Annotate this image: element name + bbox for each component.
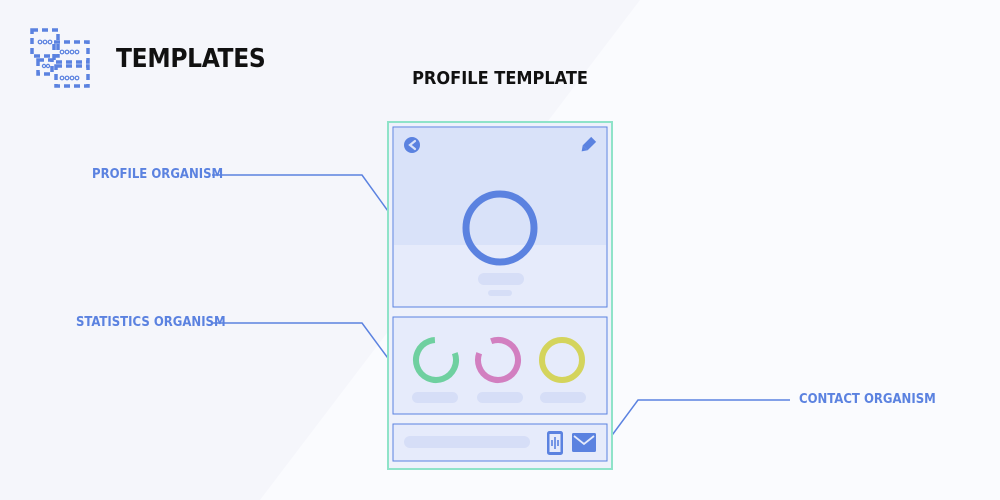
template-title: PROFILE TEMPLATE <box>412 68 588 89</box>
header: TEMPLATES <box>30 28 266 90</box>
mail-icon <box>572 433 596 452</box>
profile-connector-line <box>212 174 394 219</box>
profile-organism <box>392 126 608 308</box>
green-ring-stat <box>413 337 459 383</box>
statistics-connector-line <box>212 322 394 366</box>
stat-label-placeholder <box>412 392 458 403</box>
avatar-ring-icon <box>462 190 538 266</box>
back-arrow-icon <box>404 137 420 153</box>
statistics-organism-label: STATISTICS ORGANISM <box>76 315 226 330</box>
pencil-icon <box>581 136 597 152</box>
name-placeholder <box>478 273 524 285</box>
template-layout-icon <box>30 28 90 88</box>
stat-label-placeholder <box>477 392 523 403</box>
phone-icon <box>547 431 563 455</box>
contact-organism-label: CONTACT ORGANISM <box>799 392 936 407</box>
contact-connector-line <box>606 399 790 443</box>
pink-ring-stat <box>475 337 521 383</box>
contact-organism <box>392 423 608 462</box>
statistics-organism <box>392 316 608 415</box>
contact-text-placeholder <box>404 436 530 448</box>
profile-organism-label: PROFILE ORGANISM <box>92 167 224 182</box>
page-title: TEMPLATES <box>116 44 266 74</box>
yellow-ring-stat <box>539 337 585 383</box>
subtitle-placeholder <box>488 290 512 296</box>
stat-label-placeholder <box>540 392 586 403</box>
